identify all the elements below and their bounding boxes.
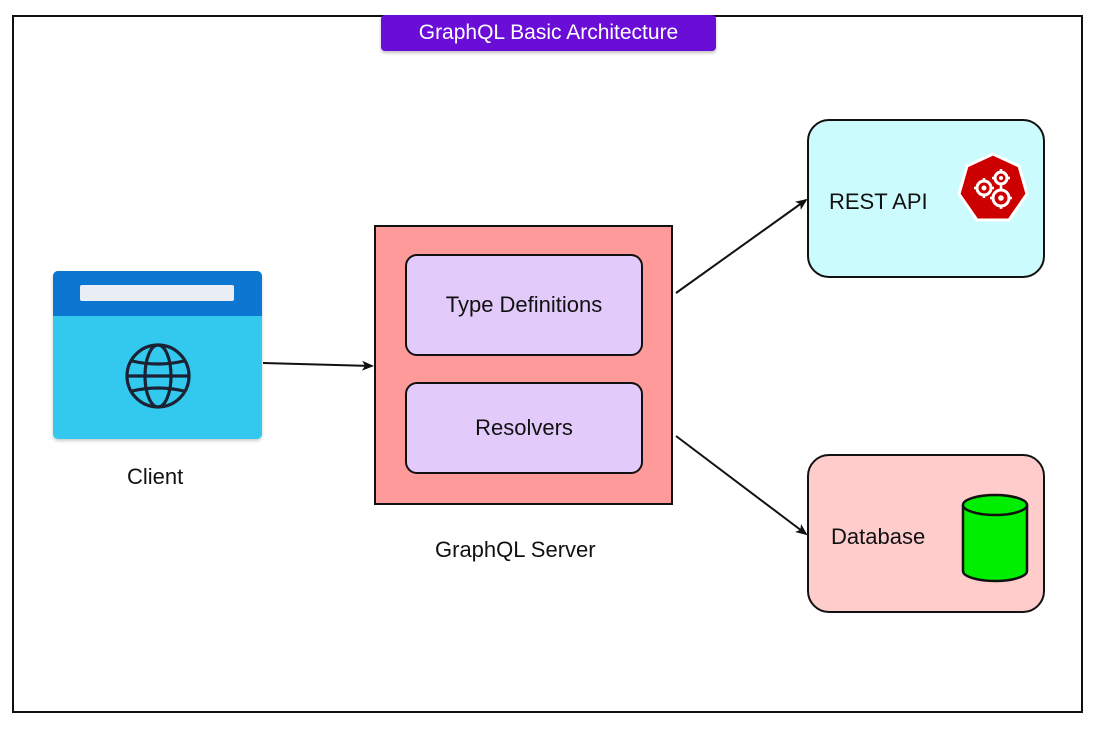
- type-definitions-box: Type Definitions: [405, 254, 643, 356]
- browser-title-bar: [53, 271, 262, 316]
- graphql-server-box: Type Definitions Resolvers: [374, 225, 673, 505]
- client-label: Client: [127, 464, 184, 489]
- rest-api-label: REST API: [829, 189, 928, 214]
- kubernetes-gear-icon: [957, 152, 1029, 222]
- globe-icon: [125, 343, 191, 409]
- resolvers-box: Resolvers: [405, 382, 643, 474]
- rest-api-box: REST API: [807, 119, 1045, 278]
- browser-address-bar: [80, 285, 234, 301]
- database-label: Database: [831, 524, 926, 549]
- database-box: Database: [807, 454, 1045, 613]
- graphql-server-label: GraphQL Server: [435, 537, 596, 562]
- diagram-title: GraphQL Basic Architecture: [381, 15, 716, 51]
- database-cylinder-icon: [961, 493, 1029, 583]
- client-browser-icon: [53, 271, 262, 439]
